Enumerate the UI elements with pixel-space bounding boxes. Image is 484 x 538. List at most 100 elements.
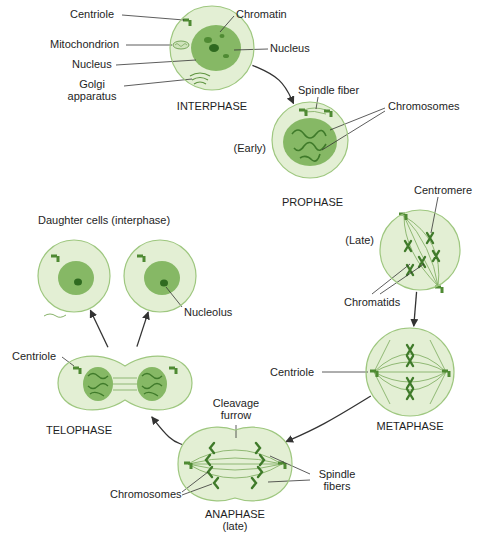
illustration-use — [137, 255, 146, 263]
part-label: Nucleus — [72, 58, 112, 70]
part-label: Chromatin — [236, 8, 287, 20]
illustration-path — [88, 374, 162, 397]
part-label: Centriole — [12, 350, 56, 362]
illustration-path — [44, 314, 66, 317]
part-label: Chromosomes — [388, 100, 460, 112]
leader-line — [122, 15, 184, 20]
part-label: Nucleus — [270, 42, 310, 54]
part-label: Centriole — [70, 8, 114, 20]
leader-line — [270, 456, 310, 474]
cell-membrane — [366, 328, 454, 416]
daughter-cells — [38, 240, 196, 317]
cell-stage: (Early) — [272, 102, 348, 178]
cell-stage: Daughter cells (interphase) — [38, 240, 110, 312]
cell-outline — [366, 328, 454, 416]
leader-line — [182, 472, 208, 492]
illustration-ellipse — [74, 279, 82, 286]
illustration-path — [175, 44, 187, 47]
illustration-use — [407, 389, 413, 399]
illustration-use — [183, 19, 192, 27]
cell-stage: TELOPHASE — [58, 348, 192, 418]
illustration-use — [73, 367, 82, 375]
illustration-use — [206, 455, 210, 465]
stage-title: TELOPHASE — [46, 424, 126, 436]
cell-outline — [58, 348, 192, 418]
illustration-use — [324, 110, 333, 118]
illustration-ellipse — [173, 41, 189, 49]
phase-arrow — [152, 417, 182, 445]
illustration-use — [51, 255, 60, 263]
cell-stage: ANAPHASE (late) — [178, 422, 292, 506]
illustration-use — [405, 241, 411, 251]
dark-ellipse — [223, 54, 229, 58]
leader-line — [234, 49, 268, 50]
phase-arrow — [90, 310, 108, 347]
illustration-path — [190, 73, 210, 84]
nuc-ellipse — [191, 25, 241, 71]
stage-title: Nucleolus — [184, 306, 244, 318]
part-label: Cleavage furrow — [208, 397, 264, 421]
cell-circle — [272, 102, 348, 178]
cell-circle — [38, 240, 110, 312]
nuc-ellipse — [137, 367, 167, 401]
cell-path — [58, 356, 192, 410]
part-label: Spindle fiber — [298, 84, 359, 96]
illustration-use — [407, 345, 413, 355]
cell-membrane — [380, 210, 460, 290]
illustration-use — [258, 467, 262, 477]
illustration-use — [208, 467, 212, 477]
cell-outline — [380, 210, 460, 290]
stage-title: (Early) — [210, 142, 266, 154]
leader-line — [182, 484, 212, 495]
illustration-use — [214, 478, 218, 488]
illustration-use — [260, 455, 264, 465]
late-prophase-cell — [380, 210, 460, 293]
leader-line — [220, 16, 234, 32]
stage-title: ANAPHASE (late) — [199, 508, 271, 532]
cell-membrane — [58, 356, 192, 410]
cell-outline — [124, 240, 196, 312]
cell-circle — [380, 210, 460, 290]
illustration-use — [169, 367, 178, 375]
leader-line — [62, 357, 74, 366]
leader-line — [322, 111, 385, 150]
cell-membrane — [272, 102, 348, 178]
cell-outline — [38, 240, 110, 312]
illustration-use — [442, 370, 451, 378]
nuc-ellipse — [144, 261, 180, 295]
stage-title: METAPHASE — [360, 420, 460, 432]
illustration-use — [433, 251, 439, 261]
anaphase-cell — [178, 427, 292, 501]
leader-line — [116, 60, 196, 65]
leader-line — [124, 79, 192, 86]
illustration-use — [252, 478, 256, 488]
nuc-ellipse — [283, 118, 337, 166]
stage-title: Daughter cells (interphase) — [38, 214, 208, 226]
dark-ellipse — [220, 34, 225, 38]
illustration-use — [299, 109, 308, 117]
part-label: Mitochondrion — [50, 38, 119, 50]
early-prophase-cell — [272, 102, 348, 178]
cell-membrane — [124, 240, 196, 312]
illustration-path — [292, 130, 326, 161]
stage-title: (Late) — [320, 234, 374, 246]
cell-membrane — [38, 240, 110, 312]
cell-outline — [272, 102, 348, 178]
cell-stage: METAPHASE — [366, 328, 454, 416]
illustration-use — [407, 356, 413, 366]
illustration-use — [184, 462, 193, 470]
dark-ellipse — [204, 37, 212, 43]
cell-circle — [366, 328, 454, 416]
leader-line — [236, 425, 237, 438]
phase-arrow — [414, 292, 417, 326]
part-label: Centromere — [414, 184, 472, 196]
part-label: Chromosomes — [110, 488, 182, 500]
spin-path — [374, 340, 446, 404]
telophase-cell — [58, 356, 192, 410]
part-label: Spindle fibers — [312, 468, 362, 492]
leader-line — [126, 45, 172, 46]
illustration-ellipse — [209, 44, 219, 52]
